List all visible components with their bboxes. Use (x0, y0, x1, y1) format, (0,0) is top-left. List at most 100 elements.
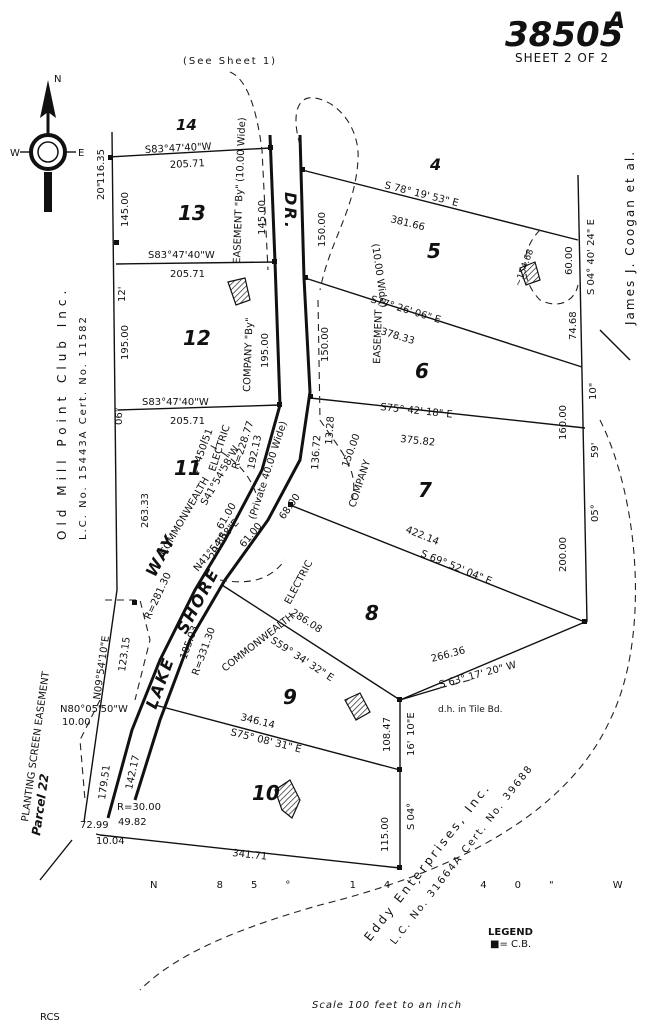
dim-c26: 16' (406, 741, 417, 756)
dim-d3: 205.71 (170, 416, 205, 427)
dim-c18: N09°54'10"E (92, 635, 112, 700)
dim-dh: d.h. in Tile Bd. (438, 705, 502, 715)
boundary-lines (39, 131, 631, 881)
legend-title: LEGEND (488, 927, 533, 938)
dim-d1: 205.71 (170, 158, 206, 171)
building-lot-10 (274, 779, 301, 819)
initials: RCS (40, 1012, 60, 1023)
easement-right: EASEMENT (372, 309, 385, 365)
building-lot-5 (519, 261, 541, 286)
company-by-label: COMPANY "By" (242, 317, 256, 392)
dim-w5: 116.35 (96, 149, 107, 184)
dim-e3: 06° (114, 407, 125, 425)
dim-c25: 115.00 (380, 817, 391, 852)
dim-b11: 05° (590, 504, 601, 522)
scale-label: Scale 100 feet to an inch (312, 1000, 462, 1011)
dim-c21: 49.82 (118, 817, 147, 828)
plan-header: 38505 A SHEET 2 OF 2 (See Sheet 1) (183, 9, 625, 67)
dim-r1d: 381.66 (389, 214, 426, 233)
lot-6: 6 (415, 359, 429, 383)
dim-r1b: S 78° 19' 53" E (383, 180, 459, 209)
dim-f1: 150.00 (317, 212, 328, 247)
dim-r4d: 422.14 (404, 525, 441, 548)
dim-b5: 60.00 (564, 246, 575, 275)
lot-8: 8 (365, 601, 379, 625)
legend: LEGEND ■= C.B. (488, 927, 533, 950)
dim-bottom-bearing: N 85° 14' 40" W (150, 880, 651, 891)
dim-b10: 59' (590, 443, 601, 458)
dim-b7: 160.00 (558, 405, 569, 440)
dim-c28: S 04° (406, 803, 417, 830)
dimension-labels: S83°47'40"W 205.71 S83°47'40"W 205.71 S8… (60, 142, 651, 891)
lot-12: 12 (183, 326, 211, 350)
lot-10: 10 (252, 781, 280, 805)
west-boundary-line (83, 131, 118, 823)
lot-7: 7 (418, 478, 432, 502)
abutter-south: Eddy Enterprises, Inc. (361, 780, 493, 944)
footer: Scale 100 feet to an inch RCS (40, 1000, 462, 1023)
lot-5: 5 (427, 239, 441, 263)
dim-b1: S83°47'40"W (145, 142, 212, 156)
dim-b2: S83°47'40"W (148, 250, 215, 261)
commonwealth-label: COMMONWEALTH (158, 475, 212, 557)
dim-r5d: 266.36 (430, 645, 467, 665)
easement-dashes (79, 71, 637, 991)
dim-c23: 10.04 (96, 836, 125, 847)
dim-e2: 195.00 (260, 333, 271, 368)
dim-c20: R=30.00 (117, 802, 161, 813)
building-footprints (227, 261, 541, 819)
north-letter: N (54, 74, 61, 85)
east-letter: E (78, 148, 84, 159)
dim-r6b: S59° 34' 32" E (268, 635, 335, 684)
abutter-south-cert: L.C. No. 31664A Cert. No. 39688 (389, 763, 536, 947)
road-west-edge (106, 134, 282, 819)
dim-c16: N80°05'50"W (60, 704, 128, 715)
building-lot-12 (227, 277, 251, 306)
dim-f4: 136.72 (310, 435, 323, 471)
building-lot-8 (344, 692, 371, 721)
road-dr: DR. (281, 192, 300, 230)
dim-w4: 20" (96, 183, 107, 200)
dim-r7b: S75° 08' 31" E (229, 727, 302, 755)
dim-c17: 10.00 (62, 717, 91, 728)
west-letter: W (10, 148, 20, 159)
dim-w1: 145.00 (120, 192, 131, 227)
dim-c24: 108.47 (382, 717, 393, 752)
dim-r3b: S75° 42' 18" E (380, 402, 453, 421)
easement-top-wide: (10.00 Wide) (235, 117, 248, 182)
dim-b3: S83°47'40"W (142, 397, 209, 408)
lot-4: 4 (429, 155, 441, 174)
dim-c22: 72.99 (80, 820, 109, 831)
plan-number: 38505 (505, 15, 623, 55)
lot-9: 9 (283, 685, 297, 709)
sheet-label: SHEET 2 OF 2 (515, 51, 609, 65)
dim-c14: 123.15 (117, 636, 133, 672)
dim-b9: 10" (588, 383, 599, 400)
abutter-west-cert: L.C. No. 15443A Cert. No. 11582 (78, 315, 89, 540)
dim-b6: 74.68 (568, 311, 579, 340)
dim-r8d: 341.71 (232, 848, 268, 863)
dim-b8: 200.00 (558, 537, 569, 572)
legend-item: ■= C.B. (490, 939, 531, 950)
north-arrow-icon: N W E (10, 74, 84, 212)
catch-basin-marks (108, 145, 587, 870)
abutter-west: Old Mill Point Club Inc. (55, 286, 69, 540)
dim-f3: 150.00 (340, 432, 362, 469)
lot-14: 14 (176, 116, 197, 134)
east-boundary-line (577, 174, 588, 623)
dim-r5b: S 63° 17' 20" W (438, 660, 518, 691)
dim-f5: 13.28 (324, 416, 337, 445)
dim-w3: 12' (117, 287, 128, 302)
abutter-labels: Old Mill Point Club Inc. L.C. No. 15443A… (20, 150, 637, 947)
plan-suffix: A (606, 9, 625, 34)
dim-r3d: 375.82 (400, 434, 436, 449)
dim-w2: 195.00 (120, 325, 131, 360)
electric-label-2: ELECTRIC (283, 559, 315, 607)
see-sheet-label: (See Sheet 1) (183, 56, 277, 67)
dim-r2d: 378.33 (379, 326, 416, 347)
dim-e1: 145.00 (257, 200, 268, 235)
lot-11: 11 (174, 456, 202, 480)
dim-b4: S 04° 40' 24" E (586, 219, 597, 295)
lot-13: 13 (178, 201, 206, 225)
